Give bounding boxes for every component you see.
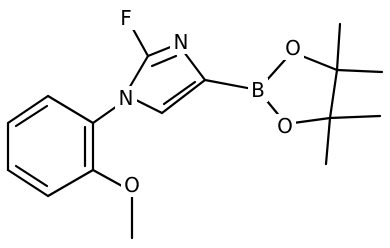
bond-benz-2 (6, 94, 50, 125)
bond-methyl-1 (335, 22, 342, 72)
nitrogen-imine-label: N (174, 30, 189, 54)
bond-c2-n3-inner (150, 54, 178, 68)
atom-nitrogen-imine: N (170, 30, 192, 54)
bond-c2-n1 (126, 54, 150, 92)
fluorine-label: F (120, 6, 132, 30)
bond-aryl-o (91, 168, 124, 188)
bond-c4-c5-inner (162, 80, 197, 106)
oxygen-methoxy-label: O (124, 173, 140, 197)
bond-methyl-3 (328, 114, 382, 120)
bonds (6, 18, 384, 240)
atom-oxygen-methoxy: O (121, 173, 143, 197)
bond-benz-2-inner (14, 104, 49, 128)
bond-benz-4-inner (14, 164, 49, 188)
nitrogen-aryl-label: N (119, 86, 134, 110)
atom-nitrogen-aryl: N (115, 86, 137, 110)
bond-methyl-2 (335, 68, 384, 74)
bond-benz-1 (46, 94, 95, 125)
bond-c4-c5 (160, 78, 207, 115)
bond-c-c-ring (328, 68, 339, 120)
atom-labels: F N N B O O O (115, 6, 304, 197)
boron-label: B (251, 78, 265, 102)
bond-benz-4 (6, 168, 50, 198)
bond-methyl-4 (324, 116, 332, 166)
atom-fluorine: F (116, 6, 136, 30)
bond-benz-5 (46, 168, 95, 198)
atom-oxygen-upper: O (282, 36, 304, 60)
atom-oxygen-lower: O (274, 114, 296, 138)
atom-boron: B (248, 78, 268, 102)
oxygen-upper-label: O (285, 36, 301, 60)
oxygen-lower-label: O (277, 114, 293, 138)
